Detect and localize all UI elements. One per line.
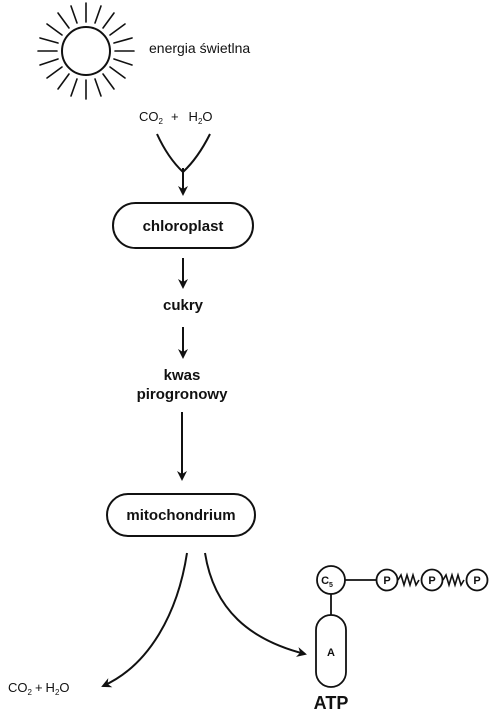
phosphate-2 xyxy=(420,568,444,592)
high-energy-bond-1 xyxy=(397,572,420,588)
sugars-label: cukry xyxy=(163,297,204,314)
pyruvate-label-line2: pirogronowy xyxy=(137,386,228,403)
phosphate-1 xyxy=(375,568,399,592)
adenine-label: A xyxy=(327,647,335,659)
high-energy-bond-2 xyxy=(442,572,465,588)
arrow-to-outputs xyxy=(101,552,188,688)
ribose-label: C5 xyxy=(321,575,333,589)
adenine-capsule xyxy=(315,614,347,688)
arrow-to-atp xyxy=(204,552,307,657)
output-formula: CO2+H2O xyxy=(8,680,70,697)
phosphate-3-label: P xyxy=(473,575,480,587)
chloroplast-label: chloroplast xyxy=(143,218,224,235)
atp-label: ATP xyxy=(314,693,349,713)
phosphate-2-label: P xyxy=(428,575,435,587)
sun-icon xyxy=(37,2,135,100)
atp-molecule: C5 A P P P ATP xyxy=(314,565,489,713)
light-energy-label: energia świetlna xyxy=(149,40,250,56)
input-arrows xyxy=(156,133,211,196)
mitochondrion-label: mitochondrium xyxy=(126,507,235,524)
input-formula: CO2+H2O xyxy=(139,109,213,126)
mitochondrion-node: mitochondrium xyxy=(106,493,256,537)
pyruvate-label-line1: kwas xyxy=(164,367,201,384)
phosphate-1-label: P xyxy=(383,575,390,587)
chloroplast-node: chloroplast xyxy=(112,202,254,249)
phosphate-3 xyxy=(465,568,489,592)
sun-rays xyxy=(37,2,135,100)
